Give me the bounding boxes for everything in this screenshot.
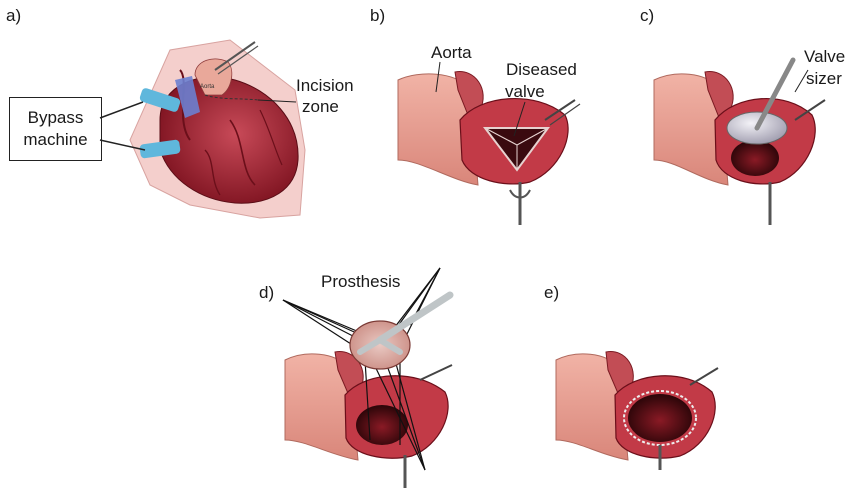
panel-a-heart-illustration: Aorta: [100, 40, 305, 218]
panel-c-sizer-illustration: [654, 60, 825, 225]
aorta-small-text: Aorta: [200, 84, 215, 90]
panel-d-prosthesis-illustration: [283, 268, 452, 488]
panel-b-aorta-illustration: [398, 62, 580, 225]
panel-e-implanted-illustration: [556, 352, 718, 470]
